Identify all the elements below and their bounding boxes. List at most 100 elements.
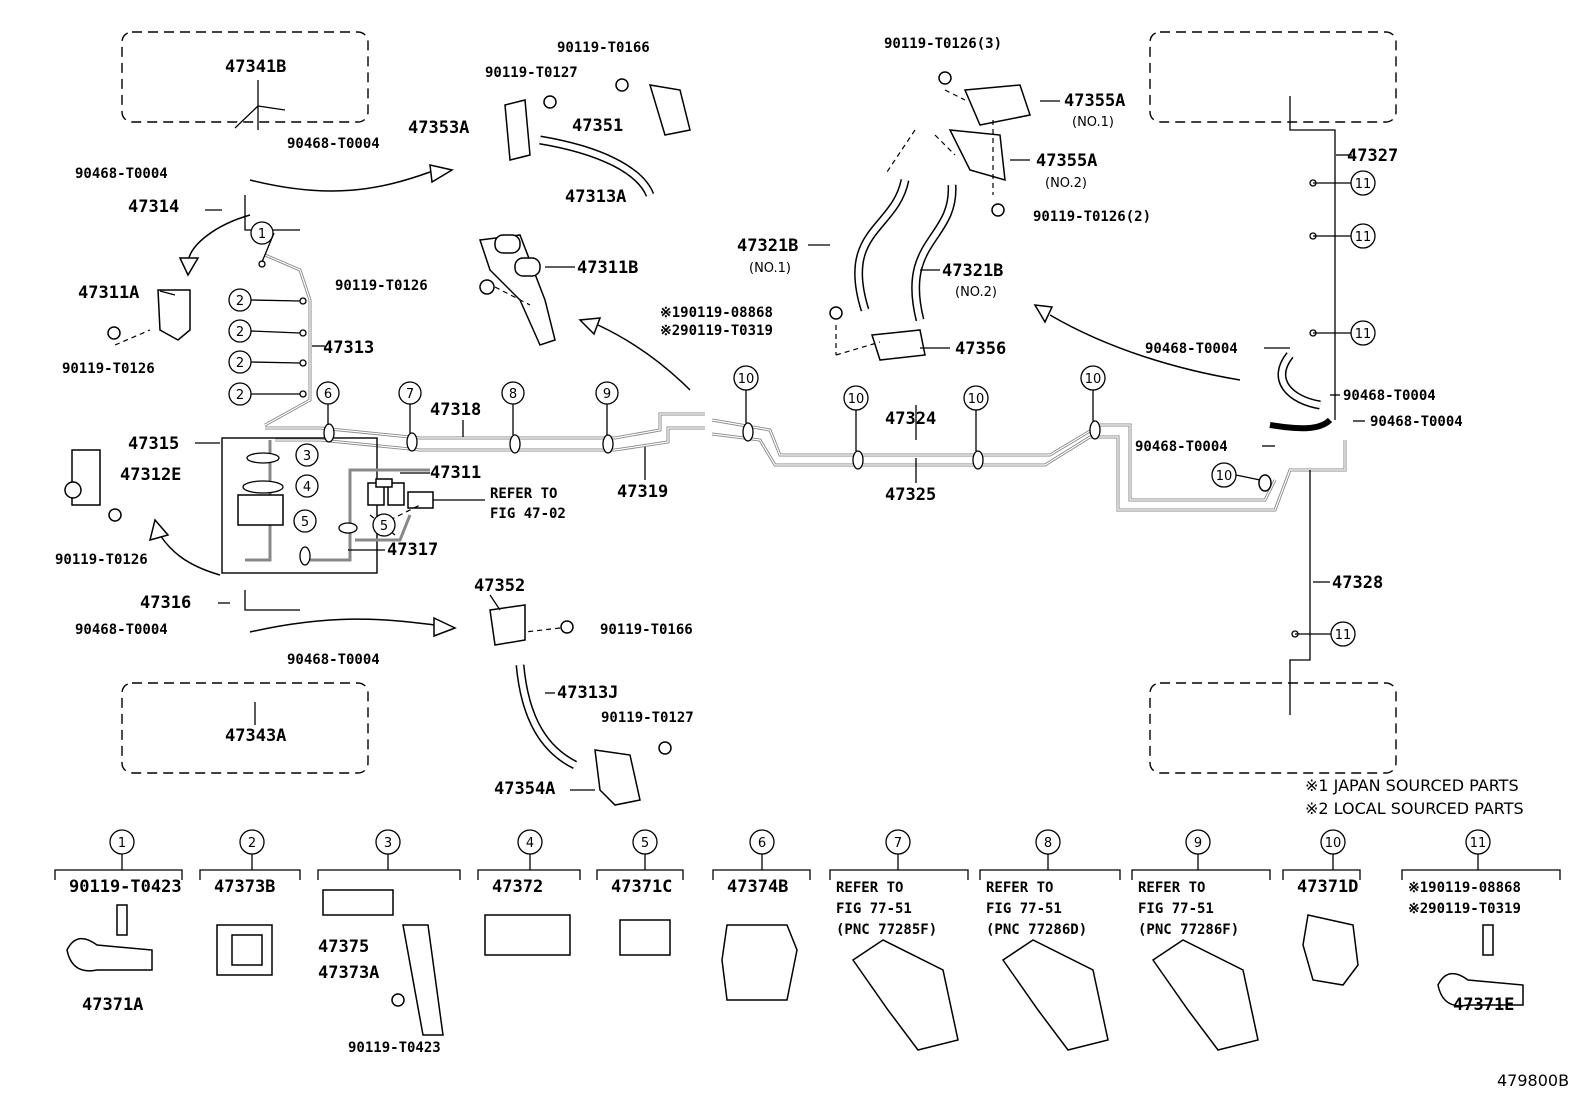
legend-text: 47373B — [214, 877, 275, 897]
note-local-sourced: ※2 LOCAL SOURCED PARTS — [1305, 799, 1524, 818]
label-47321B-no2: 47321B — [942, 261, 1003, 281]
legend-number: 9 — [1194, 836, 1202, 851]
legend-text: 47375 — [318, 937, 369, 957]
svg-text:11: 11 — [1355, 177, 1372, 192]
diagram-callouts: 1 2 2 2 2 6 7 8 9 3 4 5 5 10 10 10 10 10… — [228, 170, 1376, 647]
direction-arrows — [148, 164, 1241, 638]
callout-10: 10 — [963, 385, 989, 411]
label-90119-T0127-a: 90119-T0127 — [485, 65, 578, 81]
legend-part-label: 47371E — [1453, 995, 1514, 1015]
dashed-leaders — [114, 89, 994, 633]
label-90119-T0126-b: 90119-T0126 — [55, 552, 148, 568]
label-47311B: 47311B — [577, 258, 638, 278]
label-47318: 47318 — [430, 400, 481, 420]
label-leaders — [159, 80, 1365, 791]
legend-text: 47373A — [318, 963, 379, 983]
label-refer-fig-line1: REFER TO — [490, 486, 557, 502]
legend-text: 47371C — [611, 877, 672, 897]
label-no2-b: (NO.2) — [955, 285, 997, 300]
callout-9: 9 — [595, 381, 619, 405]
legend-number: 2 — [248, 836, 256, 851]
part-labels: 47341B 90468-T0004 90468-T0004 47314 473… — [55, 36, 1569, 1090]
legend-number: 7 — [894, 836, 902, 851]
callout-6: 6 — [316, 381, 340, 405]
parts-drawings — [64, 71, 1333, 806]
legend-text: REFER TO — [1138, 880, 1205, 896]
legend-number: 6 — [758, 836, 766, 851]
front-right-wheel-area — [1149, 31, 1397, 123]
label-47313J: 47313J — [557, 683, 618, 703]
label-47327: 47327 — [1347, 146, 1398, 166]
label-47317: 47317 — [387, 540, 438, 560]
label-90468-T0004-a: 90468-T0004 — [287, 136, 380, 152]
callout-11: 11 — [1350, 170, 1376, 196]
svg-text:2: 2 — [236, 356, 244, 371]
legend-text: (PNC 77286D) — [986, 922, 1087, 938]
callout-5: 5 — [293, 509, 317, 533]
label-47355A-no2: 47355A — [1036, 151, 1097, 171]
legend-number: 10 — [1325, 836, 1342, 851]
svg-text:5: 5 — [380, 519, 388, 534]
label-47319: 47319 — [617, 482, 668, 502]
svg-text:1: 1 — [258, 227, 266, 242]
label-refer-fig-line2: FIG 47-02 — [490, 506, 566, 522]
callout-11: 11 — [1330, 621, 1356, 647]
label-90119-T0126-3: 90119-T0126(3) — [884, 36, 1002, 52]
svg-text:2: 2 — [236, 325, 244, 340]
svg-text:6: 6 — [324, 387, 332, 402]
svg-text:10: 10 — [1085, 372, 1102, 387]
legend-text: 90119-T0423 — [69, 877, 182, 897]
label-47324: 47324 — [885, 409, 936, 429]
callout-2: 2 — [228, 382, 252, 406]
legend-text: FIG 77-51 — [836, 901, 912, 917]
label-47343A: 47343A — [225, 726, 286, 746]
front-left-wheel-area — [121, 31, 369, 123]
note-japan-sourced: ※1 JAPAN SOURCED PARTS — [1305, 776, 1519, 795]
label-47355A-no1: 47355A — [1064, 91, 1125, 111]
label-90119-T0166-a: 90119-T0166 — [557, 40, 650, 56]
legend-item-2: 2 47373B — [199, 829, 301, 976]
tube-clamps — [242, 179, 1317, 638]
label-47352: 47352 — [474, 576, 525, 596]
legend-number: 3 — [384, 836, 392, 851]
label-47311: 47311 — [430, 463, 481, 483]
svg-text:10: 10 — [968, 392, 985, 407]
label-47341B: 47341B — [225, 57, 286, 77]
brake-tubes — [221, 96, 1347, 715]
label-90119-T0166-b: 90119-T0166 — [600, 622, 693, 638]
svg-text:7: 7 — [406, 387, 414, 402]
svg-text:4: 4 — [303, 480, 311, 495]
legend-part-label: 47371A — [82, 995, 143, 1015]
callout-5: 5 — [372, 513, 396, 537]
label-90119-T0126-a: 90119-T0126 — [62, 361, 155, 377]
callout-8: 8 — [501, 381, 525, 405]
label-47313A: 47313A — [565, 187, 626, 207]
callout-10: 10 — [1211, 462, 1237, 488]
label-no1-b: (NO.1) — [749, 261, 791, 276]
svg-text:9: 9 — [603, 387, 611, 402]
label-no1-a: (NO.1) — [1072, 115, 1114, 130]
callout-2: 2 — [228, 350, 252, 374]
callout-10: 10 — [843, 385, 869, 411]
callout-3: 3 — [295, 443, 319, 467]
legend-text: 47374B — [727, 877, 788, 897]
label-47353A: 47353A — [408, 118, 469, 138]
svg-text:11: 11 — [1355, 230, 1372, 245]
rear-right-wheel-area — [1149, 682, 1397, 774]
svg-text:5: 5 — [301, 515, 309, 530]
svg-text:10: 10 — [738, 372, 755, 387]
legend-text: ※190119-08868 — [1408, 880, 1521, 896]
svg-text:2: 2 — [236, 294, 244, 309]
label-90119-T0126-2: 90119-T0126(2) — [1033, 209, 1151, 225]
label-90468-T0004-h: 90468-T0004 — [1135, 439, 1228, 455]
callout-2: 2 — [228, 288, 252, 312]
legend-text: 47372 — [492, 877, 543, 897]
callout-11: 11 — [1350, 320, 1376, 346]
